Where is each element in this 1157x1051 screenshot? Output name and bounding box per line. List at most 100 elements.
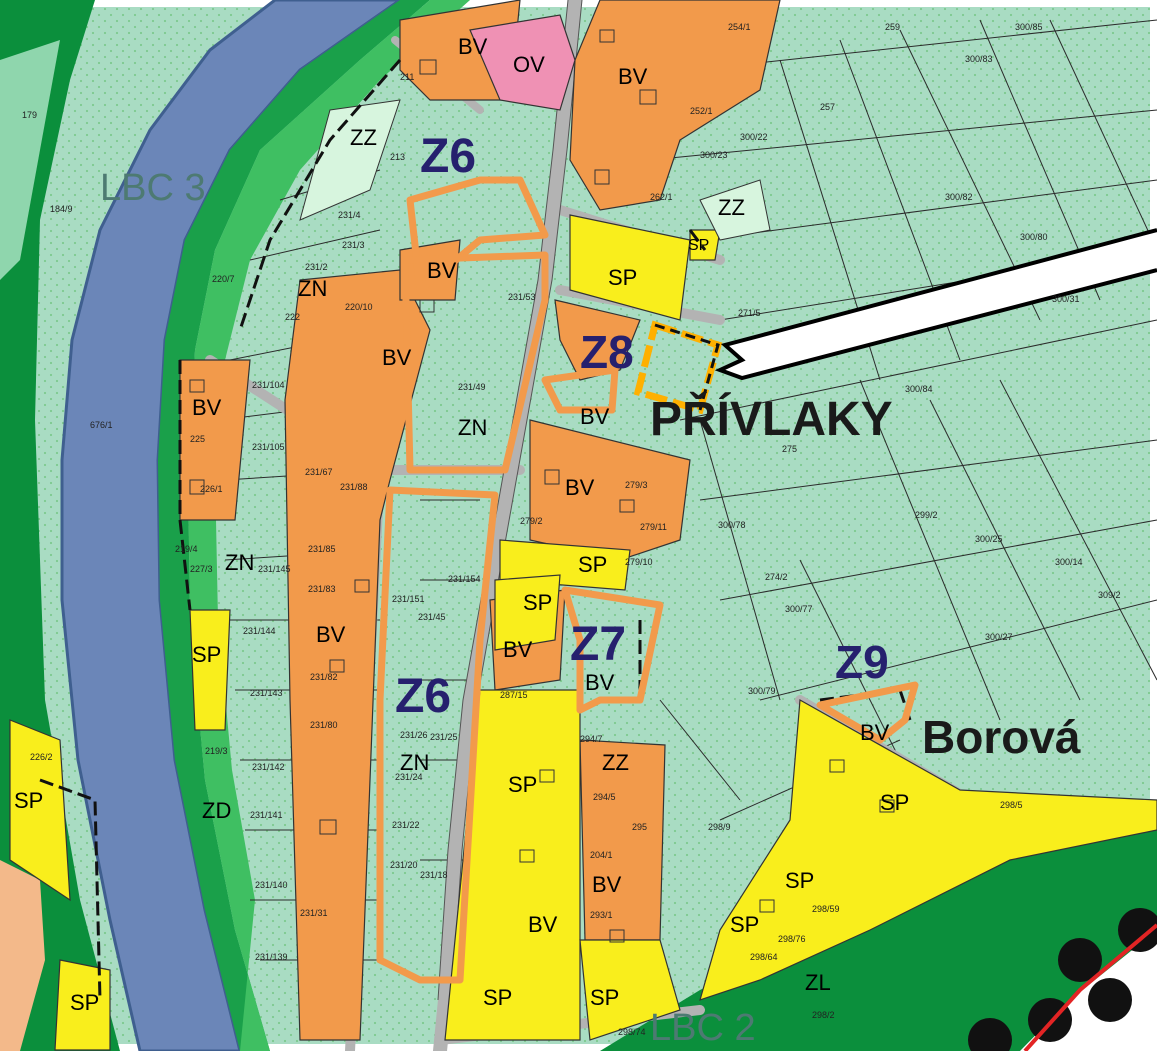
zone-label-z6-north: Z6 [420, 130, 476, 183]
svg-text:300/23: 300/23 [700, 150, 728, 160]
roads-outline [437, 0, 583, 1001]
svg-text:279/3: 279/3 [625, 480, 648, 490]
svg-text:231/143: 231/143 [250, 688, 283, 698]
landuse-sp: SP [578, 552, 607, 577]
svg-text:300/31: 300/31 [1052, 294, 1080, 304]
svg-text:231/105: 231/105 [252, 442, 285, 452]
landuse-sp: SP [730, 912, 759, 937]
landuse-bv: BV [458, 34, 488, 59]
forest-west-light [0, 40, 60, 280]
village-name: PŘÍVLAKY [650, 391, 893, 446]
zone-label-z8: Z8 [580, 326, 634, 378]
zz-area-east [699, 179, 771, 241]
svg-text:219/3: 219/3 [205, 746, 228, 756]
svg-text:300/14: 300/14 [1055, 557, 1083, 567]
svg-text:676/1: 676/1 [90, 420, 113, 430]
svg-text:231/154: 231/154 [448, 574, 481, 584]
svg-text:231/145: 231/145 [258, 564, 291, 574]
landuse-bv: BV [618, 64, 648, 89]
svg-text:204/1: 204/1 [590, 850, 613, 860]
svg-text:298/59: 298/59 [812, 904, 840, 914]
svg-text:300/83: 300/83 [965, 54, 993, 64]
svg-text:231/2: 231/2 [305, 262, 328, 272]
landuse-sp: SP [14, 788, 43, 813]
svg-text:231/144: 231/144 [243, 626, 276, 636]
landuse-zz: ZZ [602, 750, 629, 775]
landuse-sp: SP [523, 590, 552, 615]
landuse-zl: ZL [805, 970, 831, 995]
landuse-zz: ZZ [350, 125, 377, 150]
svg-text:231/85: 231/85 [308, 544, 336, 554]
svg-text:295: 295 [632, 822, 647, 832]
svg-text:231/83: 231/83 [308, 584, 336, 594]
svg-text:179: 179 [22, 110, 37, 120]
svg-text:231/104: 231/104 [252, 380, 285, 390]
svg-text:220/7: 220/7 [212, 274, 235, 284]
ov-area [469, 14, 576, 111]
svg-text:300/79: 300/79 [748, 686, 776, 696]
svg-text:231/25: 231/25 [430, 732, 458, 742]
svg-text:298/5: 298/5 [1000, 800, 1023, 810]
svg-text:231/82: 231/82 [310, 672, 338, 682]
svg-text:259: 259 [885, 22, 900, 32]
landuse-bv: BV [192, 395, 222, 420]
svg-text:287/15: 287/15 [500, 690, 528, 700]
landuse-zn: ZN [458, 415, 487, 440]
landuse-bv: BV [503, 637, 533, 662]
svg-text:184/9: 184/9 [50, 204, 73, 214]
landuse-sp: SP [608, 265, 637, 290]
landuse-ov: OV [513, 52, 545, 77]
landuse-bv: BV [580, 404, 610, 429]
svg-text:231/53: 231/53 [508, 292, 536, 302]
svg-text:231/49: 231/49 [458, 382, 486, 392]
svg-text:231/88: 231/88 [340, 482, 368, 492]
svg-text:298/64: 298/64 [750, 952, 778, 962]
svg-text:300/27: 300/27 [985, 632, 1013, 642]
svg-text:300/84: 300/84 [905, 384, 933, 394]
svg-text:220/10: 220/10 [345, 302, 373, 312]
southwest-area [0, 860, 45, 1051]
zz-area-north [299, 99, 401, 221]
landuse-bv: BV [382, 345, 412, 370]
lbc2-label: LBC 2 [650, 1007, 756, 1049]
zone-label-z7: Z7 [570, 618, 626, 671]
svg-text:275: 275 [782, 444, 797, 454]
zone-label-z9: Z9 [835, 636, 889, 688]
svg-text:226/2: 226/2 [30, 752, 53, 762]
svg-text:231/3: 231/3 [342, 240, 365, 250]
svg-text:226/1: 226/1 [200, 484, 223, 494]
zone-outlines [376, 176, 919, 984]
svg-text:231/151: 231/151 [392, 594, 425, 604]
svg-text:231/142: 231/142 [252, 762, 285, 772]
landuse-zn: ZN [400, 750, 429, 775]
svg-text:300/78: 300/78 [718, 520, 746, 530]
landuse-sp: SP [192, 642, 221, 667]
landuse-bv: BV [316, 622, 346, 647]
svg-text:298/2: 298/2 [812, 1010, 835, 1020]
svg-text:231/80: 231/80 [310, 720, 338, 730]
svg-text:211: 211 [400, 72, 414, 82]
svg-text:294/5: 294/5 [593, 792, 616, 802]
svg-text:231/45: 231/45 [418, 612, 446, 622]
zone-label-z6-south: Z6 [395, 670, 451, 723]
landuse-sp: SP [590, 985, 619, 1010]
svg-text:252/1: 252/1 [690, 106, 713, 116]
svg-text:293/1: 293/1 [590, 910, 613, 920]
svg-text:298/9: 298/9 [708, 822, 731, 832]
sp-areas [9, 214, 1157, 1051]
parcel-labels: 179 184/9 676/1 211 213 259 300/85 300/8… [22, 22, 1121, 1037]
railway-line [1023, 923, 1157, 1051]
landuse-sp: SP [508, 772, 537, 797]
svg-text:309/2: 309/2 [1098, 590, 1121, 600]
svg-text:294/7: 294/7 [580, 734, 603, 744]
svg-text:300/80: 300/80 [1020, 232, 1048, 242]
svg-text:254/1: 254/1 [728, 22, 751, 32]
landuse-zz: ZZ [718, 195, 745, 220]
svg-text:231/26: 231/26 [400, 730, 428, 740]
z8-highlight-edge [654, 323, 720, 411]
svg-text:222: 222 [285, 312, 300, 322]
svg-text:298/74: 298/74 [618, 1027, 646, 1037]
landuse-bv: BV [592, 872, 622, 897]
svg-text:279/2: 279/2 [520, 516, 543, 526]
